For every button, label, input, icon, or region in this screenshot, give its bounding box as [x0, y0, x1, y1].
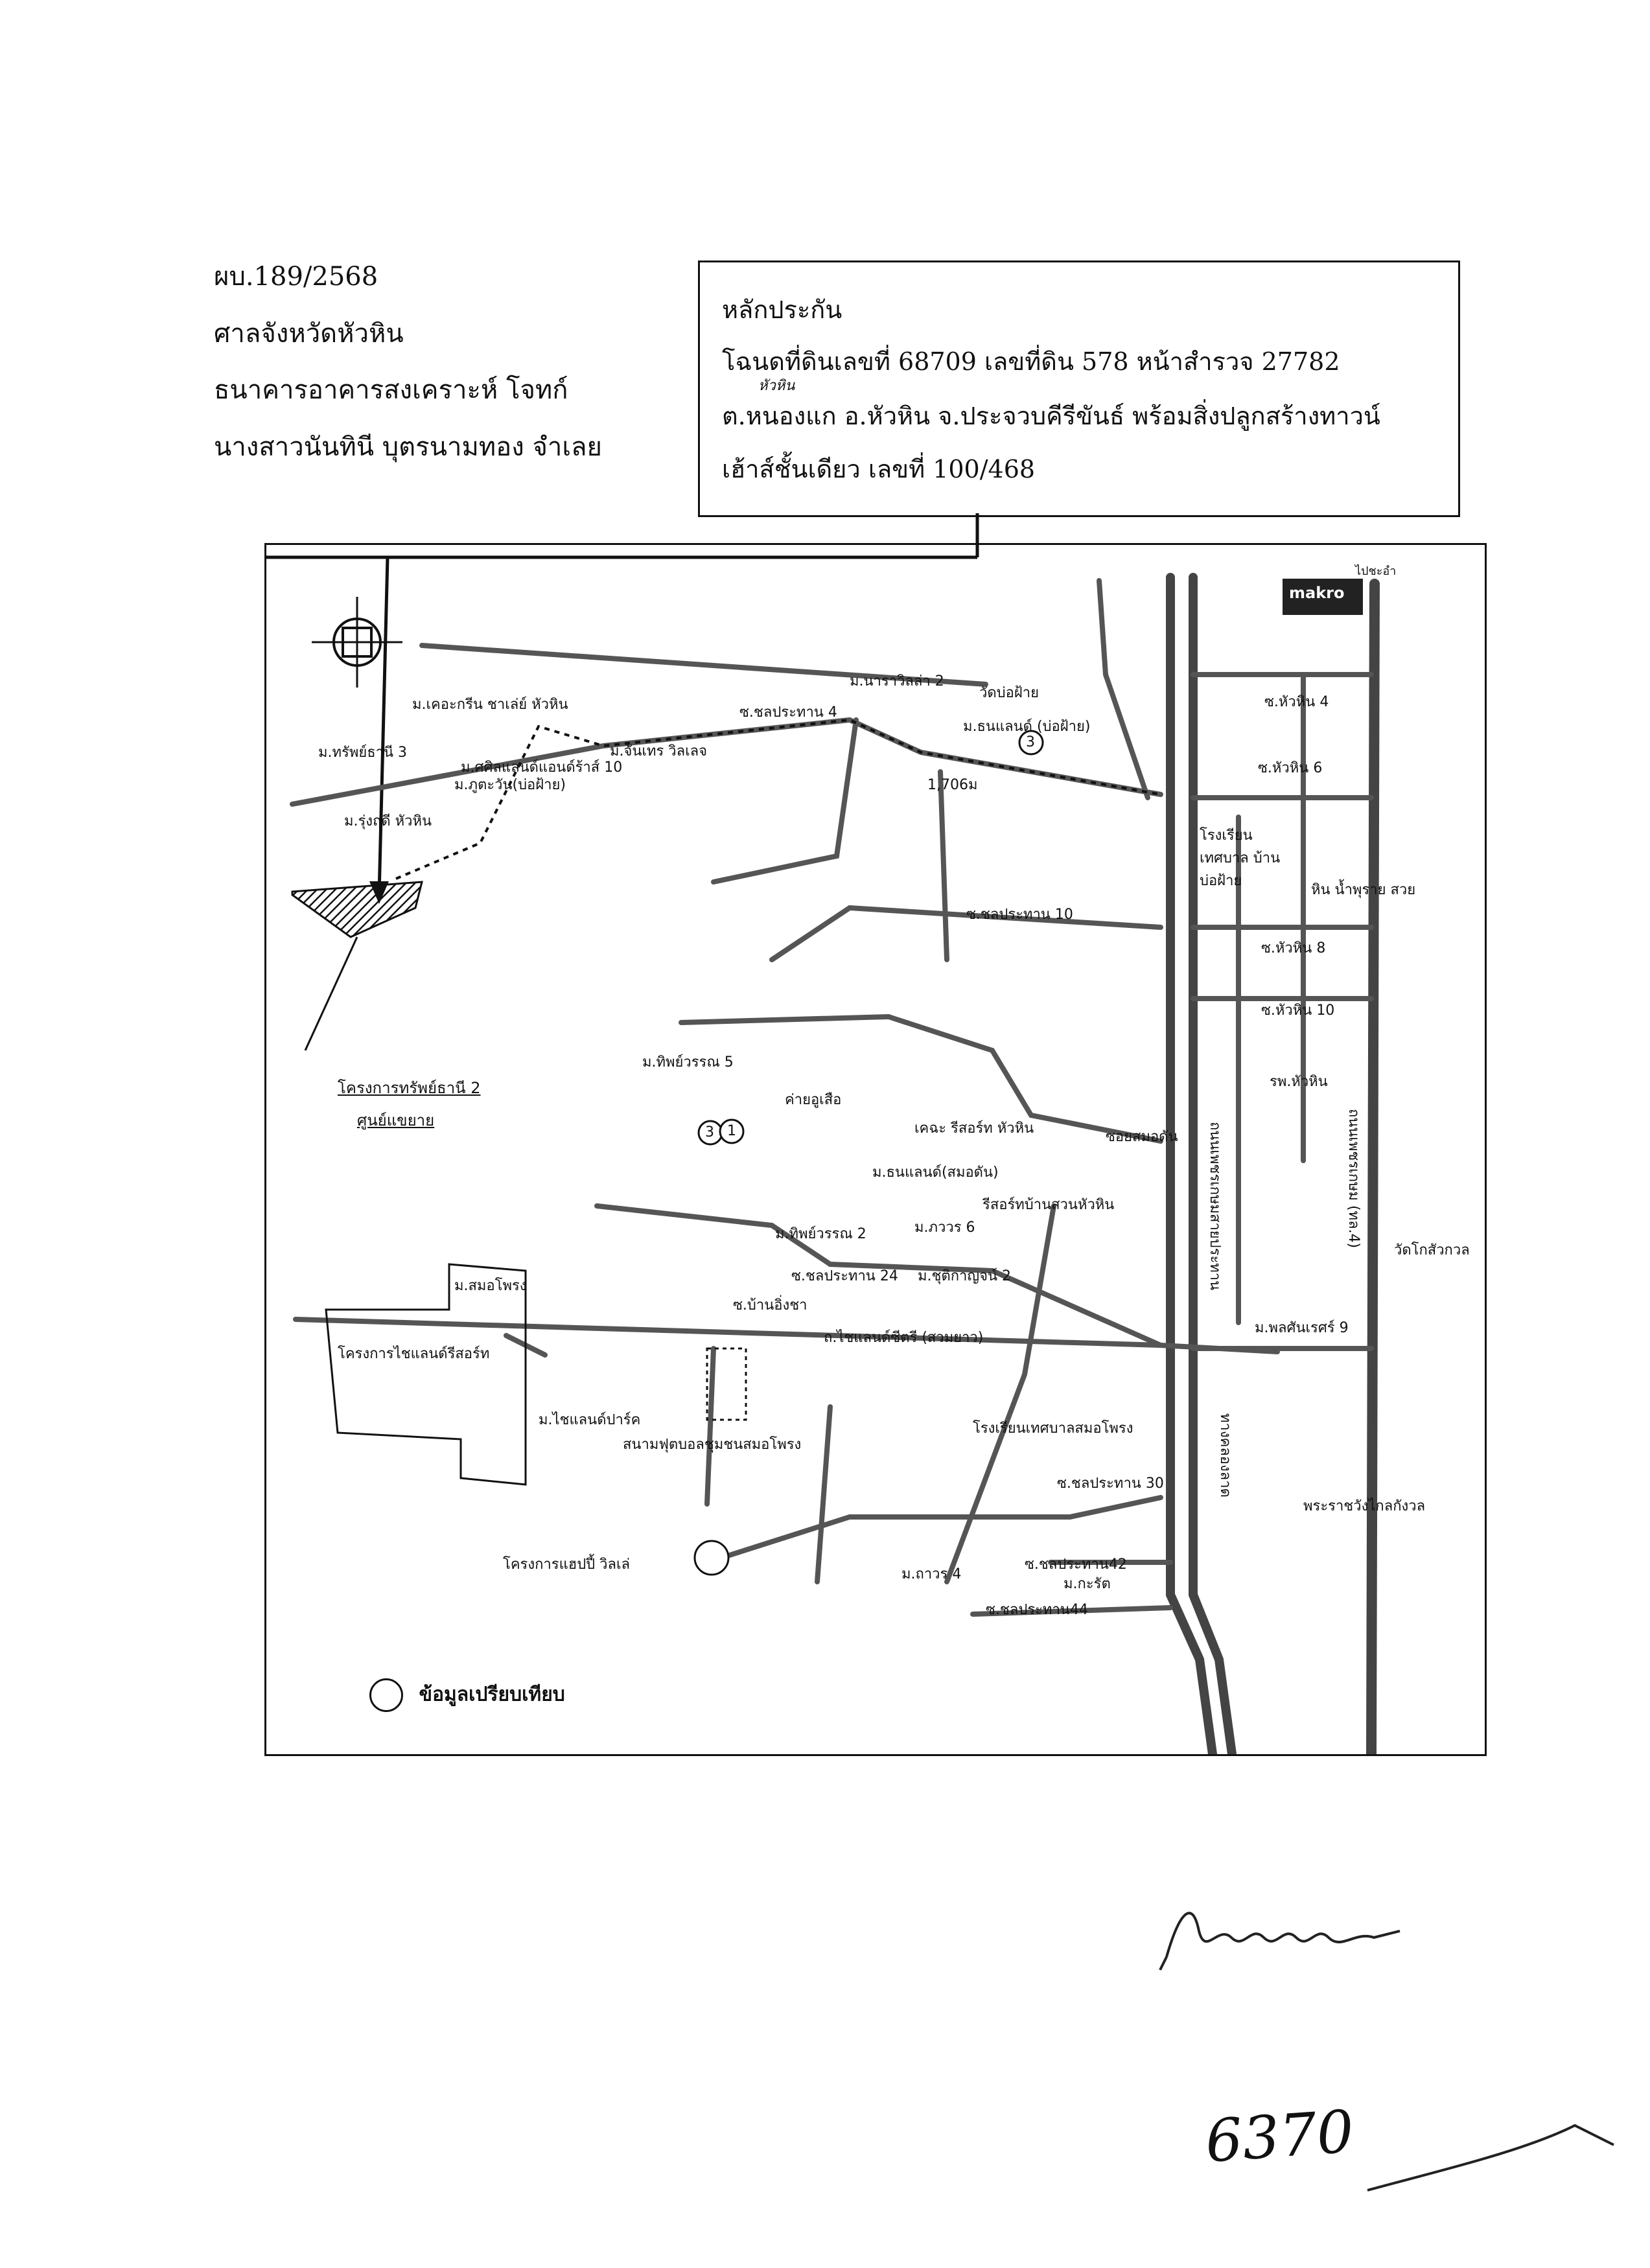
map-label: ม.นาราวิลล่า 2	[850, 673, 944, 689]
target-project-sublabel: ศูนย์แขยาย	[357, 1111, 435, 1129]
map-label: ซ.ชลประทาน 10	[966, 907, 1073, 923]
page-number: 6370	[1203, 2098, 1356, 2176]
map-label: ม.ถาวร 4	[901, 1566, 962, 1582]
map-label: โรงเรียนเทศบาลสมอโพรง	[973, 1420, 1133, 1437]
map-label: สนามฟุตบอลชุมชนสมอโพรง	[623, 1437, 802, 1453]
map-label: ม.ภววร 6	[914, 1220, 975, 1236]
map-label: ถนนเพชรเกษม (ทล.4)	[1345, 1109, 1362, 1249]
map-label: ม.กะรัต	[1063, 1576, 1111, 1592]
map-label: รีสอร์ทบ้านสวนหัวหิน	[982, 1197, 1115, 1213]
map-label: ม.ภูตะวัน(บ่อฝ้าย)	[454, 777, 566, 793]
map-label: วัดบ่อฝ้าย	[979, 685, 1039, 701]
map-label: ซ.ชลประทาน 30	[1057, 1475, 1164, 1492]
map-label: รพ.หัวหิน	[1270, 1074, 1328, 1090]
map-label: ม.ศศิลแลนด์แอนด์ร้าส์ 10	[461, 759, 623, 776]
map-label: ม.ธนแลนด์(สมอดัน)	[872, 1164, 999, 1181]
comparison-marker	[719, 1118, 745, 1144]
comparison-marker-number: 3	[705, 1124, 714, 1140]
map-label: พระราชวังไกลกังวล	[1303, 1498, 1426, 1514]
map-label: ซ.ชลประทาน42	[1025, 1556, 1127, 1573]
court-name: ศาลจังหวัดหัวหิน	[214, 319, 404, 349]
target-project-label: โครงการทรัพย์ธานี 2	[338, 1079, 481, 1097]
map-label: วัดโกสัวกวล	[1394, 1242, 1470, 1258]
collateral-title: หลักประกัน	[722, 295, 842, 324]
map-label: ซ.หัวหิน 4	[1264, 694, 1329, 710]
map-label: ซ.ชลประทาน 24	[791, 1268, 898, 1284]
compass-icon	[312, 597, 402, 688]
comparison-legend-icon	[369, 1678, 403, 1712]
map-label: ซ.ชลประทาน 4	[739, 704, 837, 721]
map-label: ม.ไชแลนด์ปาร์ค	[539, 1412, 641, 1428]
plaintiff: ธนาคารอาคารสงเคราะห์ โจทก์	[214, 375, 568, 405]
collateral-location: ต.หนองแก อ.หัวหิน จ.ประจวบคีรีขันธ์ พร้อ…	[722, 402, 1380, 430]
map-label: ม.รุ่งฤดี หัวหิน	[344, 813, 432, 829]
collateral-correction: หัวหิน	[758, 378, 795, 394]
legend-label: ข้อมูลเปรียบเทียบ	[419, 1683, 565, 1706]
signature	[1159, 1912, 1400, 1971]
map-label: เคฉะ รีสอร์ท หัวหิน	[914, 1120, 1034, 1137]
map-label: ซ.บ้านอิ่งชา	[733, 1297, 808, 1313]
map-label: ซ.หัวหิน 10	[1261, 1002, 1335, 1019]
map-label: ถ.ไชแลนด์ซีตรี (สวมยาว)	[824, 1330, 984, 1346]
map-label: ม.ทิพย์วรรณ 2	[775, 1226, 866, 1242]
page-number-stroke	[1367, 2123, 1614, 2192]
case-number: ผบ.189/2568	[214, 262, 378, 292]
map-label: ทางคลองลาด	[1217, 1413, 1233, 1498]
map-label: ม.ทิพย์วรรณ 5	[642, 1054, 734, 1070]
map-label: ม.ชุติกาญจน์ 2	[918, 1268, 1012, 1284]
map-legend: ข้อมูลเปรียบเทียบ	[369, 1678, 565, 1712]
map-label: ม.จันเทร วิลเลจ	[610, 743, 707, 759]
map-label: ม.ทรัพย์ธานี 3	[318, 745, 408, 761]
map-label: ม.ธนแลนด์ (บ่อฝ้าย)	[963, 719, 1091, 735]
map-label: โครงการไชแลนด์รีสอร์ท	[338, 1346, 490, 1362]
map-label: โรงเรียนเทศบาล บ้านบ่อฝ้าย	[1200, 827, 1281, 889]
map-label: ซ.ชลประทาน44	[986, 1602, 1088, 1618]
map-label: ม.สมอโพรง	[454, 1278, 527, 1294]
collateral-house: เฮ้าส์ชั้นเดียว เลขที่ 100/468	[722, 455, 1036, 483]
collateral-deed: โฉนดที่ดินเลขที่ 68709 เลขที่ดิน 578 หน้…	[722, 347, 1340, 376]
makro-logo	[1283, 579, 1363, 615]
collateral-box: หลักประกัน โฉนดที่ดินเลขที่ 68709 เลขที่…	[698, 260, 1460, 517]
map-label: ค่ายอูเสือ	[785, 1092, 842, 1108]
comparison-marker-number: 3	[1026, 734, 1035, 750]
to-chaam-label: ไปชะอำ	[1355, 564, 1397, 578]
defendant: นางสาวนันทินี บุตรนามทอง จำเลย	[214, 432, 602, 462]
makro-label: makro	[1289, 584, 1345, 602]
map-label: โครงการแฮปปี้ วิลเล่	[503, 1556, 630, 1573]
location-map: makro ไปชะอำ ม.นาราวิลล่า 2 วัดบ่อฝ้าย ซ…	[264, 543, 1487, 1756]
comparison-marker	[1018, 730, 1044, 756]
road-network	[290, 573, 1380, 1754]
distance-label: 1,706ม	[927, 777, 978, 793]
map-label: ซ.หัวหิน 6	[1258, 760, 1323, 776]
map-label: หิน น้ำพุราย สวย	[1311, 882, 1416, 898]
map-label: ซ.หัวหิน 8	[1261, 940, 1326, 956]
map-label: ม.เคอะกรีน ชาเล่ย์ หัวหิน	[412, 697, 568, 713]
map-label: ซอยสมอดัน	[1106, 1129, 1178, 1145]
map-label: ม.พลศันเรศร์ 9	[1255, 1320, 1349, 1336]
comparison-marker-number: 1	[727, 1123, 736, 1139]
map-label: ถนนเพชรเกษมสายประทาน	[1207, 1122, 1223, 1291]
